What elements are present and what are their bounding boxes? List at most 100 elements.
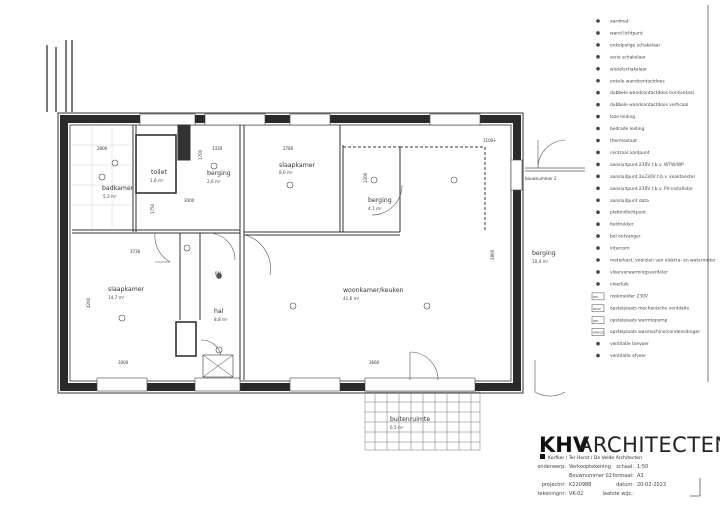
legend-label: vloerverwarmingsverdeler bbox=[610, 269, 668, 275]
mech-ventilation-icon bbox=[591, 304, 605, 313]
ventilation-exhaust-icon bbox=[596, 353, 600, 358]
intercom-icon bbox=[596, 246, 600, 250]
dimension-labels: 2800 1330 2780 1750 3000 3730 3000 3660 … bbox=[86, 138, 557, 365]
ceiling-light-icons bbox=[98, 159, 458, 354]
label: VK-02 bbox=[569, 491, 583, 497]
legend-item: intercom bbox=[596, 246, 630, 252]
legend-item: ventilatie afvoer bbox=[596, 353, 646, 359]
title-block-row: tekeningnr:VK-02 laatste wijz.: bbox=[537, 491, 634, 497]
legend-item: bedrade leiding bbox=[596, 126, 645, 132]
label: onderwerp: bbox=[537, 464, 566, 470]
legend-label: thermostaat bbox=[610, 138, 637, 144]
legend-item: vloerluik bbox=[596, 281, 629, 287]
legend-item: loze leiding bbox=[596, 114, 635, 120]
legend-item: ventilatie toevoer bbox=[596, 341, 649, 347]
legend-label: aansluitpunt 230V t.b.v. PV-installatie bbox=[610, 186, 693, 192]
room-area: 14,7 m² bbox=[108, 295, 125, 300]
legend-label: aardmat bbox=[610, 19, 629, 25]
legend-label: opstelplaats mechanische ventilatie bbox=[610, 305, 690, 311]
legend-label: ventilatie toevoer bbox=[610, 341, 649, 347]
label: 1:50 bbox=[637, 464, 648, 470]
label: 20-02-2023 bbox=[637, 482, 666, 488]
room-area: 41,6 m² bbox=[343, 296, 360, 301]
label: A3 bbox=[637, 473, 644, 479]
label: Bouwnummer 02 bbox=[569, 473, 612, 479]
legend-item: wand lichtpunt bbox=[596, 30, 643, 36]
room-area: 10,4 m² bbox=[532, 259, 549, 264]
doors[interactable] bbox=[154, 139, 566, 397]
label: K220988 bbox=[569, 482, 591, 488]
room-name: slaapkamer bbox=[279, 162, 316, 169]
room-area: 1,6 m² bbox=[150, 178, 164, 183]
legend-item: aansluitpunt data bbox=[596, 198, 649, 204]
series-switch-icon bbox=[596, 55, 600, 59]
floor-heating-manifold-icon bbox=[596, 270, 600, 274]
connection-pv-icon bbox=[596, 186, 600, 191]
bouwnummer-label: bouwnummer 2 bbox=[525, 176, 557, 181]
legend-label: ventilatie afvoer bbox=[610, 353, 646, 359]
label: 1750 bbox=[150, 203, 155, 214]
label: WTW bbox=[593, 307, 601, 311]
label: 2860 bbox=[490, 249, 495, 260]
label: Verkooptekening bbox=[569, 464, 611, 470]
room-area: 4,1 m² bbox=[368, 206, 382, 211]
room-name: woonkamer/keuken bbox=[343, 287, 404, 294]
legend-label: loze leiding bbox=[610, 114, 635, 120]
label: datum: bbox=[616, 482, 634, 488]
socket-icon bbox=[596, 78, 600, 83]
room-area: 8,8 m² bbox=[214, 317, 228, 322]
legend-label: bedrade leiding bbox=[610, 126, 645, 132]
label: WP bbox=[593, 319, 598, 323]
ventilation-supply-icon bbox=[596, 341, 600, 346]
room-area: 8,0 m² bbox=[279, 170, 293, 175]
washer-dryer-icon bbox=[591, 328, 605, 336]
legend: aardmat wand lichtpunt enkelpolige schakel… bbox=[591, 5, 716, 382]
label: laatste wijz.: bbox=[603, 491, 635, 497]
label: 2780 bbox=[283, 146, 294, 151]
label: 3730 bbox=[130, 249, 141, 254]
exterior-stub bbox=[46, 40, 73, 112]
legend-label: opstelplaats wasmachine/condensdroger bbox=[610, 329, 700, 335]
legend-label: intercom bbox=[610, 246, 630, 252]
label: 1330 bbox=[212, 146, 223, 151]
title-block: KHV ARCHITECTEN Korfker / Ter Horst / De… bbox=[537, 433, 720, 497]
legend-label: centraal aardpunt bbox=[610, 150, 650, 156]
legend-item: wisselschakelaar bbox=[596, 66, 647, 72]
legend-label: wand lichtpunt bbox=[610, 30, 643, 36]
label: formaat: bbox=[613, 473, 635, 479]
legend-item: thermostaat bbox=[596, 138, 637, 144]
title-block-row: onderwerp:Verkooptekening schaal:1:50 bbox=[537, 464, 648, 470]
legend-label: serie schakelaar bbox=[610, 54, 646, 60]
label: 2800 bbox=[97, 146, 108, 151]
legend-label: aansluitpunt 230V t.b.v. WTW/WP bbox=[610, 162, 684, 168]
legend-item: enkelpolige schakelaar bbox=[596, 42, 660, 48]
room-name: berging bbox=[532, 250, 556, 257]
label: tekeningnr: bbox=[537, 491, 566, 497]
legend-item: WTW opstelplaats mechanische ventilatie bbox=[591, 304, 690, 313]
legend-label: dubbele wandcontactdoos verticaal bbox=[610, 102, 688, 108]
wired-conduit-icon bbox=[596, 126, 600, 131]
legend-label: beldrukker bbox=[610, 222, 634, 228]
legend-label: dubbele wandcontactdoos horizontaal bbox=[610, 90, 694, 96]
legend-label: enkelpolige schakelaar bbox=[610, 42, 660, 48]
wall-light-icon bbox=[596, 31, 600, 35]
exterior-walls bbox=[57, 112, 524, 394]
terrace-grid bbox=[364, 391, 481, 451]
switch-icon bbox=[596, 43, 600, 47]
label: 4200 bbox=[86, 297, 91, 308]
legend-label: enkele wandcontactdoos bbox=[610, 78, 665, 84]
label: 1700 bbox=[198, 149, 203, 160]
tile-pattern bbox=[72, 125, 133, 230]
aardmat-icon bbox=[596, 19, 600, 23]
label: 3000 bbox=[118, 360, 129, 365]
legend-item: plafondlichtpunt bbox=[596, 210, 646, 216]
room-area: 2,6 m² bbox=[207, 179, 221, 184]
legend-label: bel ontvanger bbox=[610, 234, 641, 240]
room-name: hal bbox=[214, 308, 224, 315]
ceiling-light-icon bbox=[596, 210, 600, 214]
legend-label: meterkast, voorzien van elektra- en wate… bbox=[610, 258, 716, 264]
label: schaal: bbox=[616, 464, 634, 470]
